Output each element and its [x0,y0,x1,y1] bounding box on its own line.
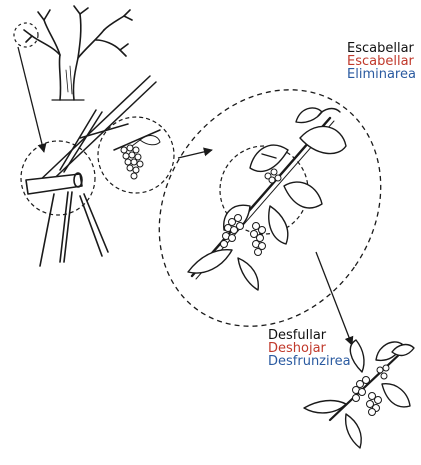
label-romanian-top: Eliminarea [347,68,421,81]
vine-trunk [24,6,132,100]
vine-shoots [36,76,160,190]
label-group-escabellar: Escabellar Escabellar Eliminarea [347,42,421,81]
small-grape-cluster [121,136,160,179]
shoot-with-leaves [188,108,346,290]
label-romanian-bottom: Desfrunzirea [268,355,358,368]
arrow-to-shoot-view [178,150,212,158]
arrow-down [18,47,44,152]
trunk-detail-circle [14,23,38,47]
pruning-tool [26,173,108,266]
shoot-view-ellipse [114,47,421,370]
label-group-desfullar: Desfullar Deshojar Desfrunzirea [268,329,358,368]
